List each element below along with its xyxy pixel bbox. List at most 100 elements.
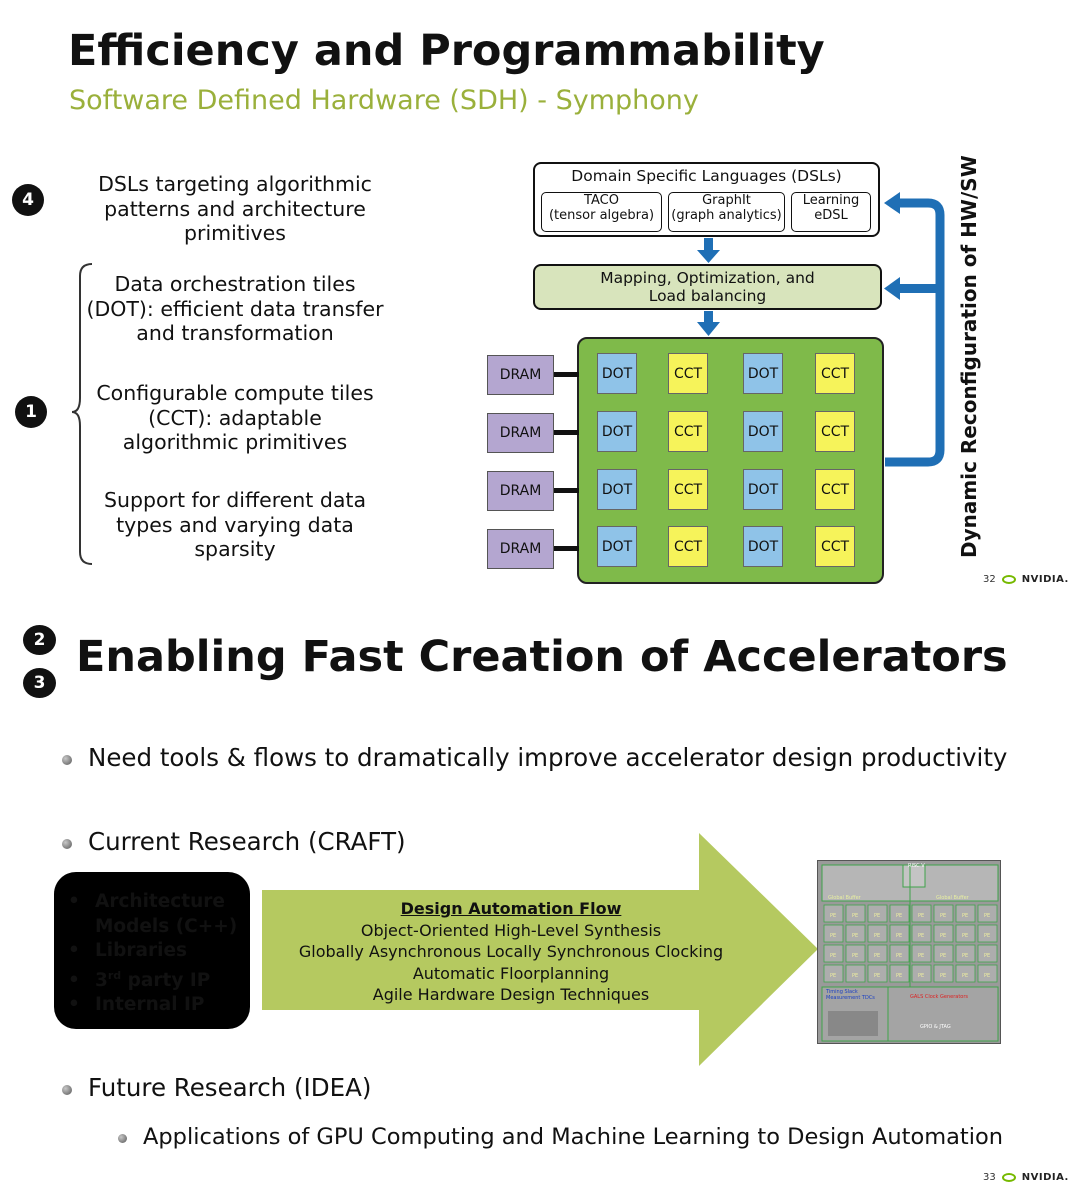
- chip-global-buffer-right: Global Buffer: [936, 895, 969, 901]
- slide2-footer: 33 NVIDIA.: [983, 1172, 1069, 1183]
- chip-pe-label: PE: [984, 913, 990, 919]
- dot-tile: DOT: [597, 469, 637, 510]
- chip-pe-label: PE: [896, 933, 902, 939]
- chip-pe-block: [977, 924, 998, 943]
- cct-tile: CCT: [668, 353, 708, 394]
- cct-tile: CCT: [668, 411, 708, 452]
- chip-pe-block: [845, 924, 866, 943]
- cct-description: Configurable compute tiles (CCT): adapta…: [82, 381, 388, 455]
- feedback-loop-path: [885, 198, 945, 467]
- dot-description-line: and transformation: [136, 321, 334, 345]
- chip-global-buffer-left: Global Buffer: [828, 895, 861, 901]
- cct-tile: CCT: [815, 526, 855, 567]
- dram-connector: [554, 430, 579, 435]
- chip-pe-block: [889, 944, 910, 963]
- chip-pe-label: PE: [830, 913, 836, 919]
- dsl-description: DSLs targeting algorithmic patterns and …: [86, 172, 384, 246]
- chip-pe-block: [823, 944, 844, 963]
- chip-pe-block: [867, 904, 888, 923]
- dot-description-line: Data orchestration tiles: [114, 272, 356, 296]
- cct-description-line: algorithmic primitives: [122, 430, 348, 454]
- inputs-box: [54, 872, 250, 1029]
- sub-bullet-applications: Applications of GPU Computing and Machin…: [143, 1124, 1004, 1150]
- inputs-item-text: Libraries: [95, 940, 188, 961]
- dsl-description-line: primitives: [184, 221, 286, 245]
- chip-pe-block: [889, 904, 910, 923]
- chip-pe-label: PE: [918, 913, 924, 919]
- chip-pe-label: PE: [852, 913, 858, 919]
- bullet-icon: •: [68, 969, 80, 991]
- chip-pe-block: [977, 964, 998, 983]
- chip-pe-label: PE: [918, 953, 924, 959]
- bullet-future-research: Future Research (IDEA): [88, 1073, 372, 1102]
- cct-tile: CCT: [668, 469, 708, 510]
- chip-pe-block: [933, 924, 954, 943]
- dsl-graphit-name: GraphIt: [702, 193, 751, 208]
- chip-pe-label: PE: [874, 933, 880, 939]
- chip-pe-block: [911, 964, 932, 983]
- chip-pe-block: [845, 944, 866, 963]
- chip-pe-block: [933, 904, 954, 923]
- feedback-arrow-head-mid: [884, 277, 900, 300]
- cct-description-line: Configurable compute tiles: [96, 381, 374, 405]
- chip-pe-label: PE: [962, 973, 968, 979]
- slide1-page-number: 32: [983, 574, 996, 585]
- dsl-taco-desc: (tensor algebra): [548, 208, 655, 223]
- bullet-icon: [62, 839, 72, 849]
- chip-pe-label: PE: [874, 973, 880, 979]
- dot-tile: DOT: [743, 526, 783, 567]
- slide2-title: Enabling Fast Creation of Accelerators: [76, 632, 1008, 682]
- chip-pe-label: PE: [830, 973, 836, 979]
- badge-1: 1: [15, 396, 47, 428]
- chip-pe-block: [955, 924, 976, 943]
- dram-block: DRAM: [487, 529, 554, 569]
- feedback-branch-mid: [898, 284, 940, 293]
- support-description-line: Support for different data: [103, 488, 366, 512]
- chip-pe-block: [867, 924, 888, 943]
- chip-pe-label: PE: [852, 953, 858, 959]
- flow-item: Object-Oriented High-Level Synthesis: [360, 920, 662, 940]
- chip-pe-label: PE: [830, 953, 836, 959]
- flow-title: Design Automation Flow: [400, 899, 622, 918]
- chip-pe-block: [845, 964, 866, 983]
- chip-pe-block: [867, 964, 888, 983]
- badge-3: 3: [23, 668, 56, 698]
- chip-pe-block: [977, 944, 998, 963]
- dot-tile: DOT: [597, 353, 637, 394]
- dsl-graphit-desc: (graph analytics): [671, 208, 782, 223]
- chip-pe-block: [933, 964, 954, 983]
- chip-pe-label: PE: [984, 933, 990, 939]
- chip-pe-block: [889, 924, 910, 943]
- dsl-box-title: Domain Specific Languages (DSLs): [571, 167, 842, 185]
- dot-tile: DOT: [743, 411, 783, 452]
- chip-pe-label: PE: [962, 913, 968, 919]
- dram-block: DRAM: [487, 355, 554, 395]
- down-arrow-head-1: [697, 250, 720, 263]
- chip-pe-label: PE: [896, 973, 902, 979]
- nvidia-wordmark: NVIDIA.: [1021, 1172, 1069, 1183]
- dot-tile: DOT: [597, 526, 637, 567]
- bullet-icon: •: [68, 940, 80, 961]
- cct-tile: CCT: [815, 411, 855, 452]
- support-description-line: sparsity: [194, 537, 276, 561]
- down-arrow-shaft-2: [704, 311, 713, 325]
- bullet-icon: [118, 1134, 127, 1143]
- down-arrow-head-2: [697, 322, 720, 336]
- chip-pe-block: [823, 964, 844, 983]
- curly-brace: [71, 263, 93, 565]
- dram-block: DRAM: [487, 471, 554, 511]
- flow-arrow: [262, 833, 818, 1066]
- inputs-list: •Architecture Models (C++) •Libraries •3…: [68, 890, 237, 1018]
- chip-pe-label: PE: [984, 973, 990, 979]
- chip-pe-label: PE: [918, 933, 924, 939]
- dsl-learning-box: Learning eDSL: [791, 192, 871, 232]
- chip-pe-label: PE: [962, 933, 968, 939]
- chip-pe-block: [823, 924, 844, 943]
- feedback-arrow-head-top: [884, 192, 900, 214]
- chip-pe-label: PE: [852, 973, 858, 979]
- inputs-item-text: Internal IP: [95, 994, 205, 1016]
- chip-pe-block: [911, 944, 932, 963]
- dsl-taco-box: TACO (tensor algebra): [541, 192, 662, 232]
- mapping-box: Mapping, Optimization, and Load balancin…: [533, 264, 882, 310]
